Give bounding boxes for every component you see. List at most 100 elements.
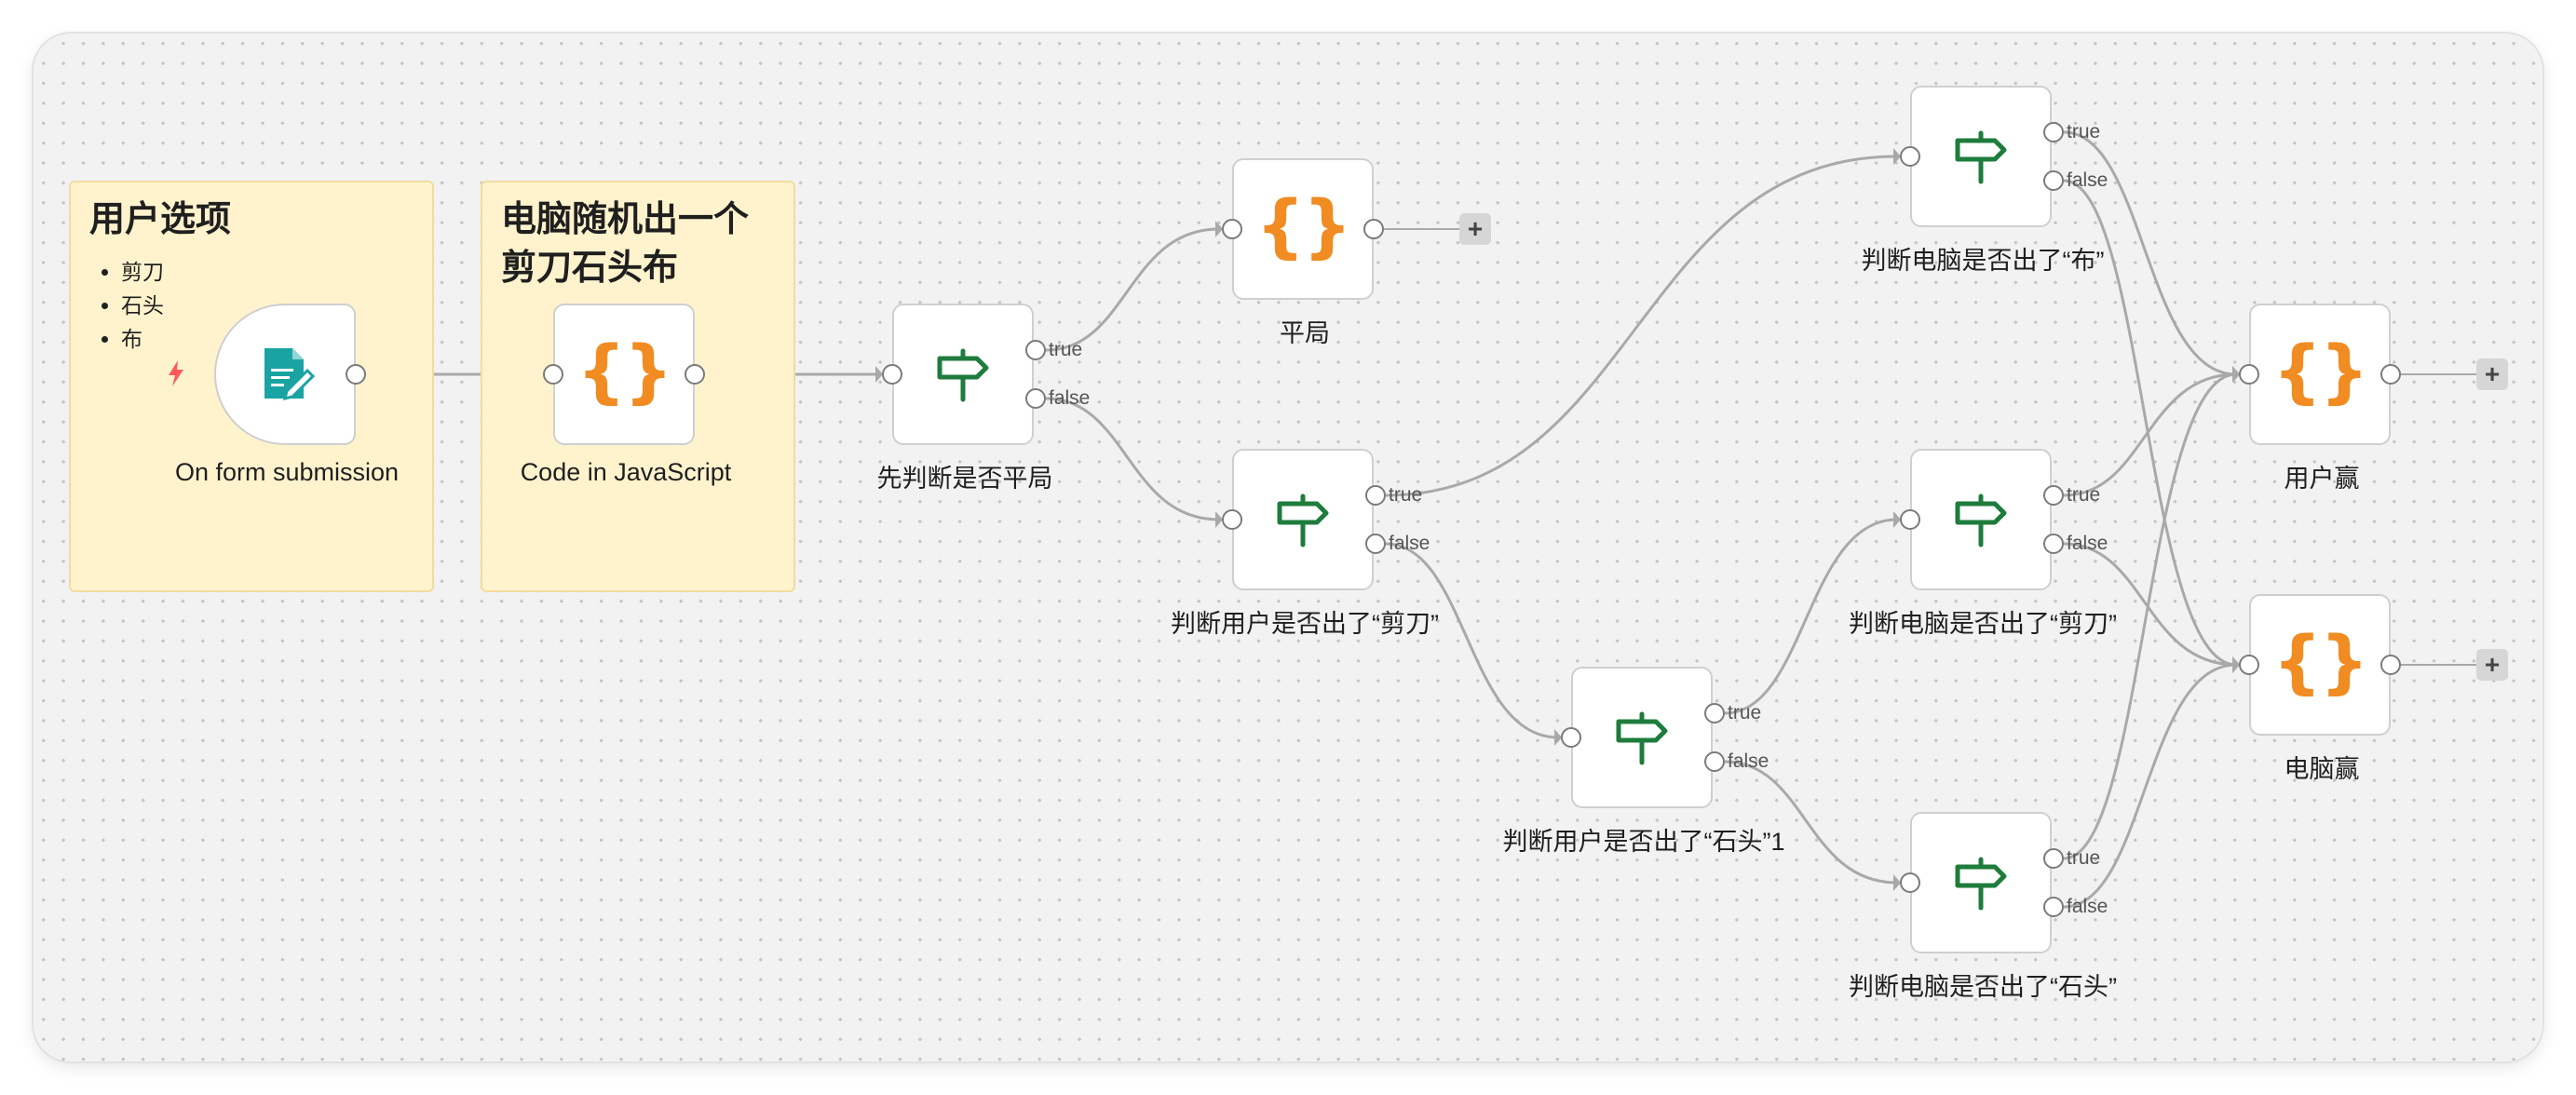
input-port[interactable] [1222, 219, 1242, 239]
node-label: 判断用户是否出了“石头”1 [1502, 828, 1785, 856]
false-output-port[interactable] [1025, 388, 1046, 409]
input-port[interactable] [882, 364, 902, 385]
edge-arrowhead [1893, 511, 1901, 528]
input-port[interactable] [1561, 727, 1581, 748]
false-output-port[interactable] [1365, 534, 1386, 554]
false-output-port[interactable] [1704, 751, 1725, 772]
output-port[interactable] [2380, 655, 2401, 675]
edge-arrowhead [1893, 874, 1901, 891]
output-port[interactable] [685, 364, 705, 385]
node-user-wins[interactable]: {} [2249, 304, 2391, 445]
list-item: 布 [121, 322, 164, 356]
node-label: 电脑赢 [2284, 755, 2360, 783]
true-output-port[interactable] [1365, 485, 1386, 506]
false-output-port[interactable] [2043, 534, 2064, 554]
workflow-canvas[interactable]: 用户选项 剪刀 石头 布 电脑随机出一个 剪刀石头布 On form submi… [34, 34, 2542, 1061]
branch-label-false: false [1049, 387, 1091, 409]
node-if-user-rock[interactable] [1571, 667, 1713, 808]
true-output-port[interactable] [1704, 703, 1725, 723]
connection-edge[interactable] [2063, 372, 2237, 860]
edge-arrowhead [2232, 656, 2240, 673]
true-output-port[interactable] [2043, 848, 2064, 869]
connection-edge[interactable] [1045, 397, 1220, 521]
connection-edge[interactable] [1385, 155, 1898, 497]
edge-arrowhead [1893, 148, 1901, 165]
false-output-port[interactable] [2043, 170, 2064, 191]
output-port[interactable] [1363, 219, 1384, 239]
input-port[interactable] [1222, 509, 1242, 530]
list-item: 剪刀 [121, 255, 164, 289]
branch-label-true: true [2067, 121, 2101, 142]
connection-edge[interactable] [2063, 542, 2237, 667]
node-label: 判断用户是否出了“剪刀” [1171, 610, 1439, 638]
add-node-button[interactable]: + [2476, 358, 2508, 390]
node-draw[interactable]: {} [1232, 158, 1374, 300]
node-pc-wins[interactable]: {} [2249, 594, 2391, 736]
connection-edge[interactable] [1385, 542, 1559, 739]
node-if-pc-scissors[interactable] [1910, 449, 2052, 590]
edge-arrowhead [1215, 221, 1223, 237]
code-braces-icon: {} [2272, 622, 2368, 702]
node-if-draw[interactable] [892, 304, 1034, 445]
node-label: 用户赢 [2284, 465, 2360, 493]
signpost-icon [1955, 857, 2007, 911]
node-form-trigger[interactable] [214, 304, 356, 445]
signpost-icon [1277, 493, 1329, 548]
branch-label-false: false [2067, 169, 2108, 191]
input-port[interactable] [543, 364, 563, 385]
node-label: 平局 [1280, 319, 1330, 347]
output-port[interactable] [2380, 364, 2401, 385]
code-braces-icon: {} [1255, 186, 1351, 266]
connection-edge[interactable] [1724, 760, 1898, 885]
sticky-title-line: 剪刀石头布 [501, 249, 679, 288]
node-if-pc-paper[interactable] [1910, 86, 2052, 227]
node-label: Code in JavaScript [520, 458, 732, 486]
add-node-button[interactable]: + [2476, 649, 2508, 681]
add-node-stub [1384, 228, 1460, 230]
branch-label-false: false [2067, 896, 2108, 917]
node-label: 判断电脑是否出了“剪刀” [1849, 610, 2117, 638]
branch-label-true: true [2067, 484, 2101, 506]
connections-layer [366, 130, 2240, 909]
trigger-bolt-icon [169, 360, 183, 386]
node-if-user-scissors[interactable] [1232, 449, 1374, 590]
add-node-button[interactable]: + [1459, 213, 1491, 245]
connection-edge[interactable] [2063, 130, 2237, 376]
add-node-stub [2401, 373, 2477, 375]
connection-edge[interactable] [2063, 179, 2237, 667]
node-if-pc-rock[interactable] [1910, 812, 2052, 953]
node-code-javascript[interactable]: {} [553, 304, 695, 445]
true-output-port[interactable] [1025, 340, 1046, 360]
input-port[interactable] [1900, 872, 1920, 893]
true-output-port[interactable] [2043, 122, 2064, 142]
connection-edge[interactable] [2063, 663, 2237, 909]
branch-label-true: true [1049, 339, 1083, 360]
edge-arrowhead [2232, 366, 2240, 383]
branch-label-false: false [1389, 533, 1430, 554]
connection-edge[interactable] [1045, 227, 1220, 352]
input-port[interactable] [2239, 655, 2259, 675]
input-port[interactable] [2239, 364, 2259, 385]
node-label: 判断电脑是否出了“布” [1861, 247, 2105, 275]
true-output-port[interactable] [2043, 485, 2064, 506]
branch-label-false: false [2067, 533, 2108, 554]
sticky-title: 用户选项 [89, 200, 232, 239]
output-port[interactable] [346, 364, 366, 385]
edge-arrowhead [1215, 511, 1223, 528]
signpost-icon [1616, 711, 1668, 765]
node-label: 判断电脑是否出了“石头” [1849, 973, 2117, 1001]
branch-label-true: true [2067, 847, 2101, 869]
input-port[interactable] [1900, 146, 1920, 167]
signpost-icon [1955, 493, 2007, 548]
connection-edge[interactable] [1724, 518, 1898, 715]
branch-label-true: true [1728, 702, 1762, 723]
node-label: On form submission [174, 458, 400, 486]
node-label: 先判断是否平局 [876, 465, 1053, 493]
sticky-title: 电脑随机出一个 剪刀石头布 [501, 196, 749, 292]
false-output-port[interactable] [2043, 897, 2064, 917]
signpost-icon [937, 348, 989, 402]
edge-arrowhead [1554, 729, 1562, 746]
input-port[interactable] [1900, 509, 1920, 530]
sticky-title-line: 电脑随机出一个 [501, 200, 750, 239]
connection-edge[interactable] [2063, 372, 2237, 497]
